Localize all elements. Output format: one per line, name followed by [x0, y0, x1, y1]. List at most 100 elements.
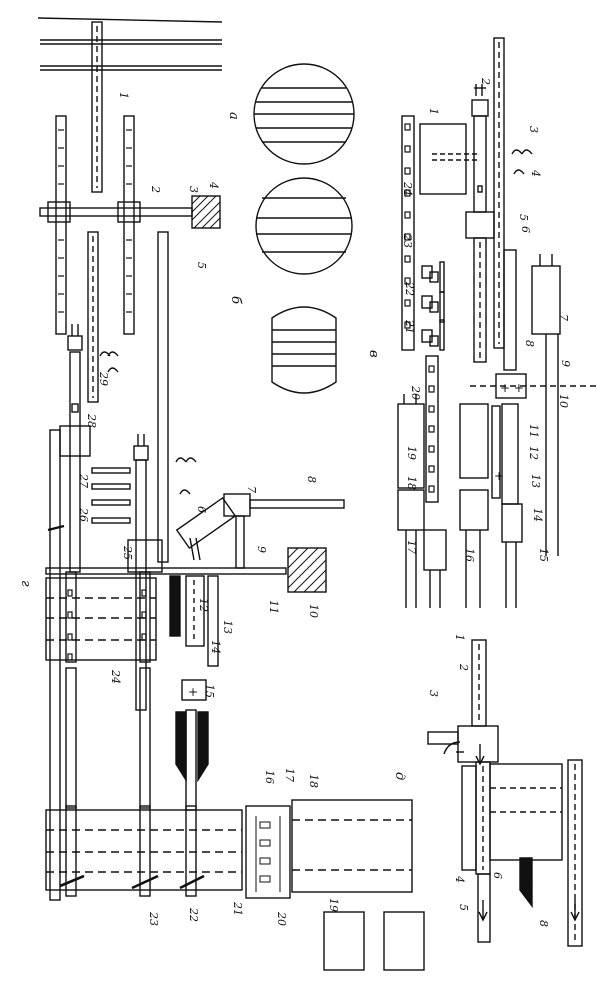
callout-v-11: 11	[527, 424, 540, 438]
unit-16	[423, 529, 447, 571]
callout-g-23: 23	[147, 911, 160, 926]
conveyor-1-d	[471, 639, 487, 727]
chain-24	[401, 115, 415, 351]
callout-v-8: 8	[523, 340, 536, 347]
unit-15	[459, 489, 489, 531]
panel-g-layout: +	[37, 17, 425, 971]
callout-g-7: 7	[245, 486, 258, 493]
callout-g-21: 21	[231, 901, 244, 916]
section-v	[271, 306, 337, 394]
callout-v-9: 9	[559, 360, 572, 367]
callout-v-20: 20	[409, 385, 422, 400]
callout-v-14: 14	[531, 508, 544, 522]
callout-g-28: 28	[85, 413, 98, 428]
conveyor-3	[493, 37, 505, 349]
callout-d-7: 7	[519, 880, 532, 887]
bar-12	[501, 403, 519, 505]
unit-1	[419, 123, 467, 195]
conveyor-8-d	[567, 759, 583, 947]
drive-4	[191, 195, 221, 229]
chain-conveyor-right	[123, 115, 135, 335]
unit-15	[181, 679, 207, 701]
callout-g-17: 17	[283, 768, 296, 782]
callout-v-1: 1	[427, 108, 440, 115]
callout-g-26: 26	[77, 507, 90, 522]
callout-g-4: 4	[207, 181, 220, 189]
callout-g-24: 24	[109, 669, 122, 684]
unit-5	[465, 211, 495, 239]
panel-letter-a: а	[226, 112, 241, 120]
unit-2-a	[47, 201, 71, 223]
callout-g-29: 29	[97, 371, 110, 386]
block-20	[245, 805, 291, 899]
callout-v-6: 6	[519, 226, 532, 233]
callout-v-16: 16	[463, 548, 476, 562]
callout-v-18: 18	[405, 476, 418, 490]
callout-v-24: 24	[401, 181, 414, 196]
post-9	[235, 515, 245, 569]
callout-g-11: 11	[267, 600, 280, 614]
conveyor-5	[157, 231, 169, 563]
unit-7	[531, 265, 561, 335]
callout-g-13: 13	[221, 620, 234, 634]
unit-3-d	[427, 731, 459, 745]
callout-g-16: 16	[263, 770, 276, 784]
callout-v-10: 10	[557, 394, 570, 408]
callout-g-20: 20	[275, 911, 288, 926]
callout-g-5: 5	[195, 262, 208, 269]
conveyor-1	[91, 21, 103, 193]
callout-v-22: 22	[403, 281, 416, 296]
unit-10	[495, 373, 527, 399]
callout-v-21: 21	[403, 319, 416, 334]
callout-v-19: 19	[405, 446, 418, 460]
panel-ab-sections	[253, 63, 355, 394]
unit-2-b	[117, 201, 141, 223]
chain-conveyor-left	[55, 115, 67, 335]
callout-d-6: 6	[491, 872, 504, 879]
rail-8	[249, 499, 345, 509]
callout-g-25: 25	[121, 545, 134, 560]
unit-6	[175, 496, 237, 550]
panel-letter-b: б	[228, 296, 243, 304]
callout-g-19: 19	[327, 898, 340, 912]
unit-2-d	[457, 725, 499, 763]
bar-11	[491, 405, 501, 499]
callout-g-9: 9	[255, 546, 268, 553]
callout-g-15: 15	[203, 684, 216, 698]
callout-d-1: 1	[453, 634, 466, 641]
box-19-a	[323, 911, 365, 971]
panel-d-layout	[427, 639, 583, 947]
unit-19	[397, 403, 425, 489]
callout-v-12: 12	[527, 446, 540, 460]
section-b	[255, 177, 353, 275]
unit-28	[59, 425, 91, 457]
shaft-3	[39, 207, 193, 217]
panel-v-layout: + + +	[397, 37, 600, 608]
drum-21	[45, 809, 243, 891]
unit-17	[397, 489, 425, 531]
callout-v-15: 15	[537, 548, 550, 562]
callout-g-12: 12	[197, 598, 210, 612]
callout-v-2: 2	[479, 77, 492, 85]
drum-24	[45, 577, 157, 661]
unit-14	[501, 503, 523, 543]
svg-text:+ +: + +	[500, 381, 524, 395]
callout-v-4: 4	[529, 169, 542, 177]
callout-g-6: 6	[195, 506, 208, 513]
callout-g-8: 8	[305, 476, 318, 483]
callout-d-5: 5	[457, 904, 470, 911]
callout-g-18: 18	[307, 774, 320, 788]
panel-letter-g: г	[18, 580, 33, 587]
callout-v-13: 13	[529, 474, 542, 488]
callout-v-23: 23	[401, 233, 414, 248]
unit-2	[471, 99, 489, 117]
callout-d-2: 2	[457, 663, 470, 671]
callout-g-22: 22	[187, 907, 200, 922]
bar-8	[503, 249, 517, 371]
callout-v-17: 17	[405, 540, 418, 554]
callout-g-2: 2	[149, 185, 162, 193]
unit-20	[459, 403, 489, 479]
box-19-b	[383, 911, 425, 971]
